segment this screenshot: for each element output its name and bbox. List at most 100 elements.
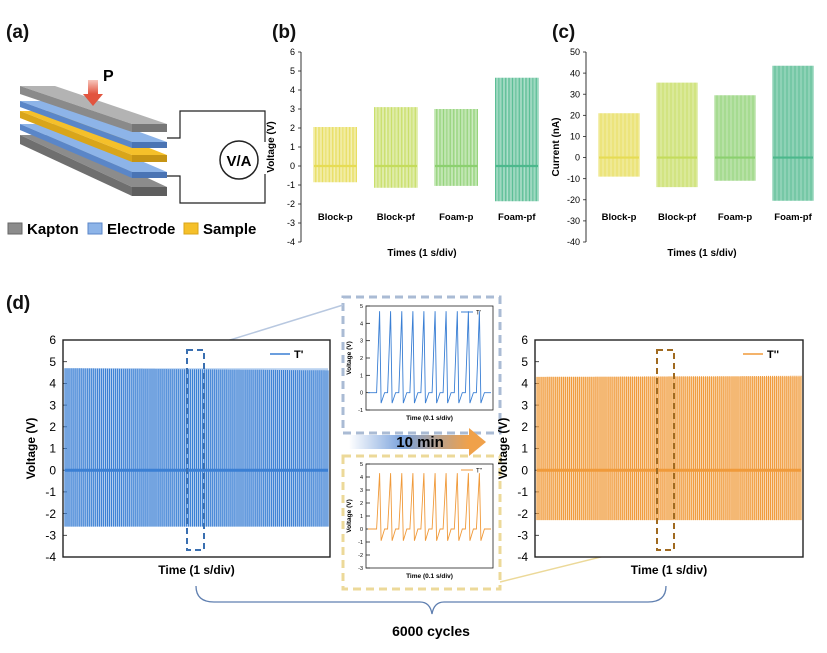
y-tick-label: 2 [290,123,295,133]
y-tick-label: 6 [290,47,295,57]
y-tick-label: -2 [358,553,363,559]
legend-label: T' [476,311,481,317]
legend-label: T' [294,349,304,361]
y-tick-label: 1 [360,373,363,379]
y-tick-label: 6 [49,333,56,347]
series-block-p-spikes [598,113,640,177]
y-tick-label: -1 [517,485,528,499]
series-block-p-spikes [313,127,357,183]
y-tick-label: 4 [360,321,363,327]
top-wire [167,110,266,142]
y-tick-label: -40 [567,237,580,247]
legend-label-sample: Sample [203,221,256,238]
y-tick-label: 30 [570,89,580,99]
y-tick-label: -2 [517,507,528,521]
selection-box [656,349,675,551]
y-tick-label: 5 [521,355,528,369]
y-axis-label: Current (nA) [551,118,562,177]
y-tick-label: -1 [45,485,56,499]
legend-label: T'' [476,469,482,475]
y-tick-label: -4 [287,237,295,247]
y-tick-label: -1 [358,540,363,546]
y-tick-label: 2 [360,501,363,507]
y-tick-label: 10 [570,132,580,142]
y-tick-label: 0 [521,463,528,477]
y-tick-label: 3 [290,104,295,114]
y-tick-label: 3 [521,398,528,412]
series-label: Foam-p [439,212,474,223]
series-foam-p-spikes [714,95,756,181]
series-block-pf [656,82,698,188]
legend-label: T'' [767,349,779,361]
electrode-top-layer [20,101,167,148]
signal-spikes [536,375,802,521]
meter-label: V/A [226,153,251,170]
series-label: Foam-pf [498,212,536,223]
panel-label-c: (c) [552,22,576,43]
series-foam-p [434,109,478,186]
legend-label-electrode: Electrode [107,221,175,238]
panel-label-b: (b) [272,22,297,43]
schematic-legend: Kapton Electrode Sample [7,221,256,238]
series-foam-p [714,95,756,181]
y-tick-label: -3 [358,566,363,572]
signal-spikes [64,368,329,527]
y-tick-label: 0 [360,391,363,397]
cycles-brace [195,585,667,615]
legend-swatch-sample [183,222,199,235]
bottom-wire [167,174,266,204]
y-tick-label: 5 [360,462,363,468]
y-tick-label: 1 [360,514,363,520]
y-tick-label: -4 [45,550,56,564]
meter-circle [219,140,259,180]
series-foam-pf [772,65,814,201]
inset-frame-top [341,295,502,435]
series-label: Block-pf [658,212,697,223]
y-tick-label: 4 [521,377,528,391]
time-arrow [349,428,486,456]
legend-swatch-electrode [87,222,103,235]
legend-label-kapton: Kapton [27,221,79,238]
y-tick-label: 1 [521,442,528,456]
y-tick-label: -30 [567,216,580,226]
x-axis-label: Times (1 s/div) [387,248,456,259]
y-axis-label: Voltage (V) [346,499,353,532]
inset-signal [368,311,491,404]
y-tick-label: -3 [517,529,528,543]
y-tick-label: -4 [517,550,528,564]
y-tick-label: 1 [49,442,56,456]
x-axis-label: Times (1 s/div) [667,248,736,259]
series-label: Block-pf [377,212,416,223]
y-tick-label: -10 [567,174,580,184]
y-axis-label: Voltage (V) [496,418,510,480]
y-tick-label: 50 [570,47,580,57]
pressure-label: P [103,68,114,85]
y-tick-label: 4 [49,377,56,391]
y-tick-label: -3 [45,529,56,543]
y-tick-label: 3 [360,339,363,345]
y-tick-label: 20 [570,110,580,120]
legend-swatch-kapton [7,222,23,235]
device-schematic: P V/A Kapton Electrode Sample [7,68,266,238]
series-block-pf-spikes [374,107,418,188]
pressure-arrow [83,80,103,106]
series-label: Block-p [602,212,637,223]
time-arrow-label: 10 min [396,434,444,451]
y-tick-label: 40 [570,68,580,78]
x-axis-label: Time (1 s/div) [158,563,234,577]
x-axis-label: Time (1 s/div) [631,563,707,577]
panel-label-d: (d) [6,293,31,314]
y-tick-label: 0 [575,153,580,163]
y-tick-label: 5 [290,66,295,76]
y-axis-label: Voltage (V) [24,418,38,480]
y-tick-label: 3 [360,488,363,494]
series-block-pf-spikes [656,82,698,188]
y-tick-label: 6 [521,333,528,347]
series-block-pf [374,107,418,188]
y-tick-label: -2 [287,199,295,209]
